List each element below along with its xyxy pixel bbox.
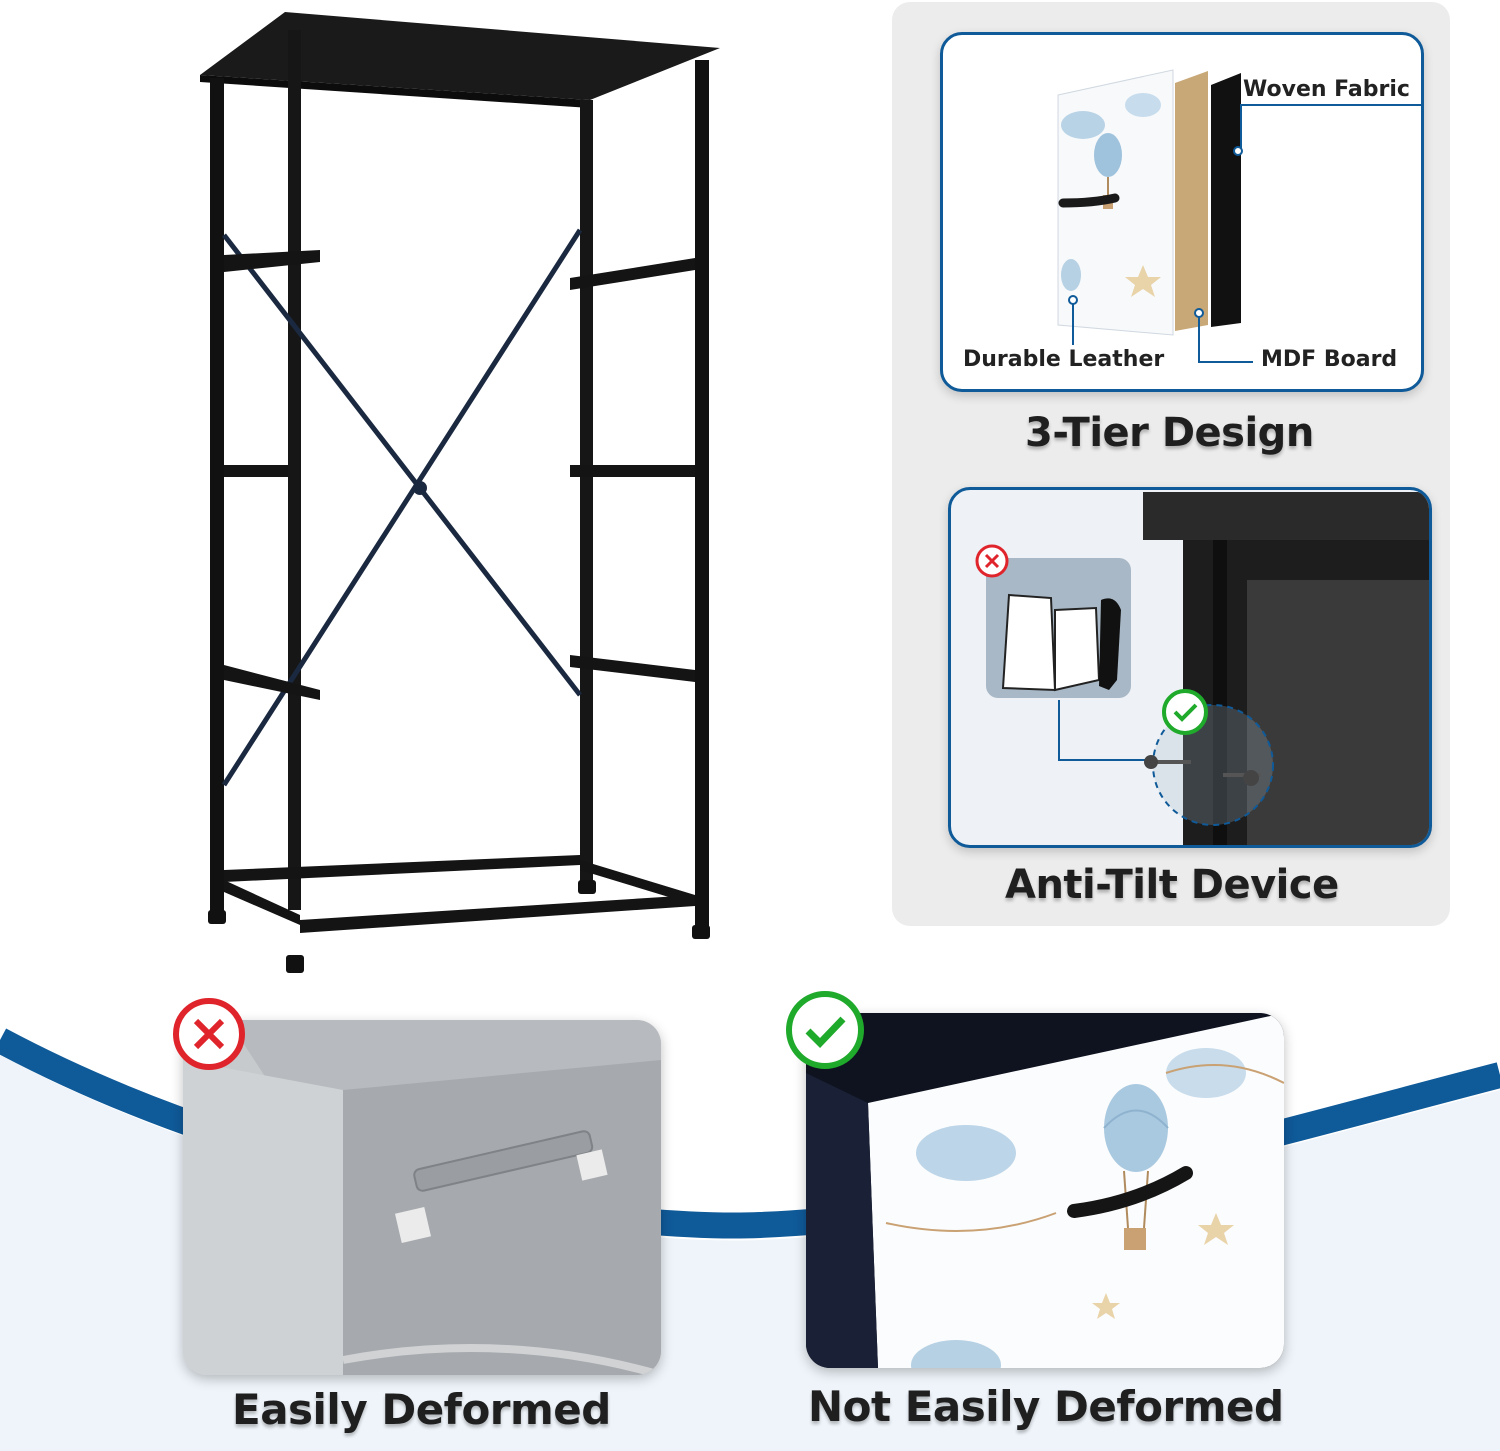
- material-layers-card: Woven Fabric Durable Leather MDF Board: [940, 32, 1424, 392]
- material-layers-illustration: [1057, 69, 1421, 363]
- anti-tilt-card: [948, 487, 1432, 848]
- anti-tilt-device-title: Anti-Tilt Device: [1005, 862, 1339, 908]
- check-circle-icon: [786, 991, 864, 1069]
- durable-leather-label: Durable Leather: [963, 347, 1165, 372]
- printed-bin-illustration: [806, 1013, 1284, 1368]
- printed-bin-comparison-card: [806, 1013, 1284, 1368]
- woven-fabric-label: Woven Fabric: [1243, 77, 1410, 102]
- fabric-bin-illustration: [183, 1020, 661, 1375]
- three-tier-design-title: 3-Tier Design: [1025, 410, 1314, 456]
- not-easily-deformed-label: Not Easily Deformed: [808, 1382, 1284, 1431]
- mdf-board-label: MDF Board: [1261, 347, 1398, 372]
- cross-circle-icon: [173, 998, 245, 1070]
- easily-deformed-label: Easily Deformed: [232, 1385, 611, 1434]
- cross-circle-icon: [975, 544, 1009, 578]
- anti-tilt-illustration: [986, 492, 1429, 845]
- check-circle-icon: [1162, 689, 1208, 735]
- dresser-frame-illustration: [200, 12, 720, 973]
- fabric-bin-comparison-card: [183, 1020, 661, 1375]
